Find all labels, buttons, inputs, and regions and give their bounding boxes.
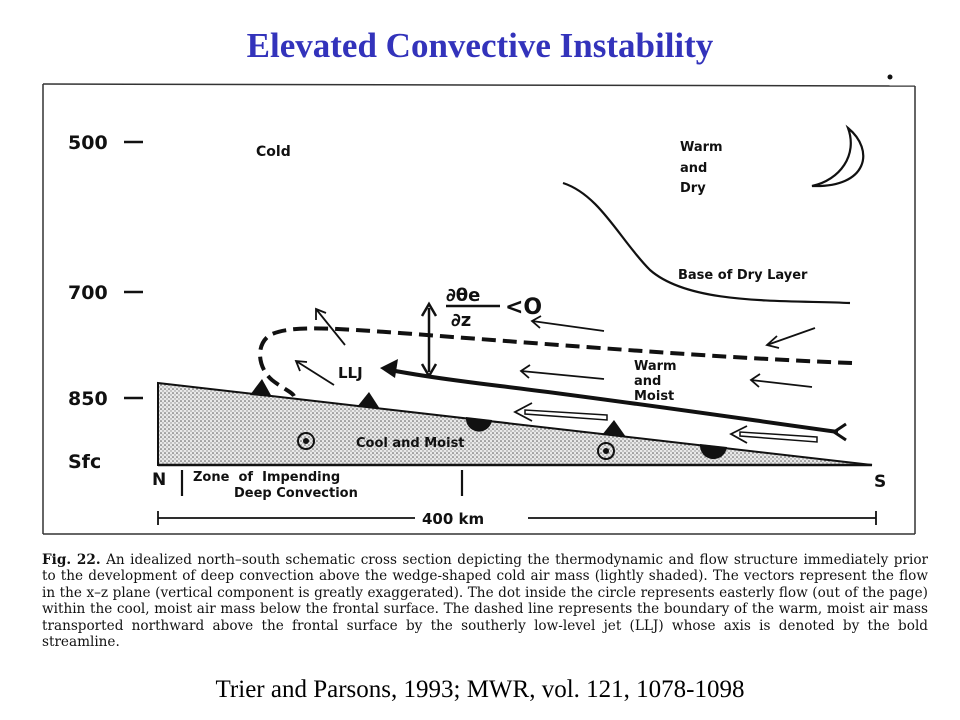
out-of-page-flow-icon: [597, 442, 615, 460]
llj-streamline: [384, 367, 839, 434]
warm-moist-label-line1: Warm: [634, 359, 677, 374]
level-sfc-label: Sfc: [68, 451, 101, 473]
warm-moist-label-line2: and: [634, 374, 661, 389]
flow-vector: [530, 315, 605, 332]
flow-vector: [315, 307, 346, 346]
moon-icon: [811, 124, 865, 188]
slide-title: Elevated Convective Instability: [246, 26, 714, 65]
south-label: S: [874, 472, 886, 492]
warm-dry-label-line3: Dry: [680, 181, 706, 196]
cold-front-symbol: [250, 379, 272, 397]
cold-region-label: Cold: [256, 144, 291, 160]
flow-vector: [765, 327, 816, 349]
dry-layer-base-curve: [562, 181, 851, 305]
criterion-numerator: ∂θe: [446, 285, 480, 306]
north-label: N: [152, 470, 166, 490]
figure-label: Fig. 22.: [42, 552, 101, 568]
warm-moist-label-line3: Moist: [634, 389, 674, 404]
vertical-extent-arrow: [420, 301, 438, 379]
stability-criterion: ∂θe ∂z <O: [446, 285, 542, 331]
criterion-denominator: ∂z: [451, 310, 471, 331]
criterion-relation: <O: [505, 295, 542, 320]
warm-dry-label-line1: Warm: [680, 140, 723, 155]
figure-frame: [42, 74, 916, 535]
warm-moist-boundary-dashed: [258, 326, 853, 398]
out-of-page-flow-icon: [297, 432, 315, 450]
flow-vector: [513, 402, 608, 422]
llj-label: LLJ: [338, 364, 363, 382]
level-500-label: 500: [68, 132, 108, 154]
level-850-label: 850: [68, 388, 108, 410]
zone-label-line2: Deep Convection: [234, 486, 358, 501]
dry-layer-base-label: Base of Dry Layer: [678, 268, 808, 283]
zone-label-line1: Zone of Impending: [193, 470, 340, 485]
warm-dry-label-line2: and: [680, 161, 707, 176]
warm-front-symbol: [699, 444, 727, 460]
distance-scale-bar: [157, 511, 877, 525]
cold-front-symbol: [602, 420, 626, 437]
cool-moist-label: Cool and Moist: [356, 436, 465, 451]
citation: Trier and Parsons, 1993; MWR, vol. 121, …: [215, 676, 745, 703]
figure-caption: Fig. 22. An idealized north–south schema…: [42, 552, 928, 650]
flow-vector: [729, 425, 818, 444]
warm-front-symbol: [465, 417, 492, 432]
llj-tail: [831, 422, 847, 442]
llj-arrowhead: [380, 359, 398, 378]
level-700-label: 700: [68, 282, 108, 304]
distance-scale-label: 400 km: [422, 510, 484, 528]
cold-front-symbol: [357, 392, 380, 409]
caption-text: An idealized north–south schematic cross…: [42, 552, 929, 651]
flow-vector: [749, 373, 813, 388]
flow-vector: [519, 364, 605, 380]
flow-vector: [294, 359, 335, 386]
